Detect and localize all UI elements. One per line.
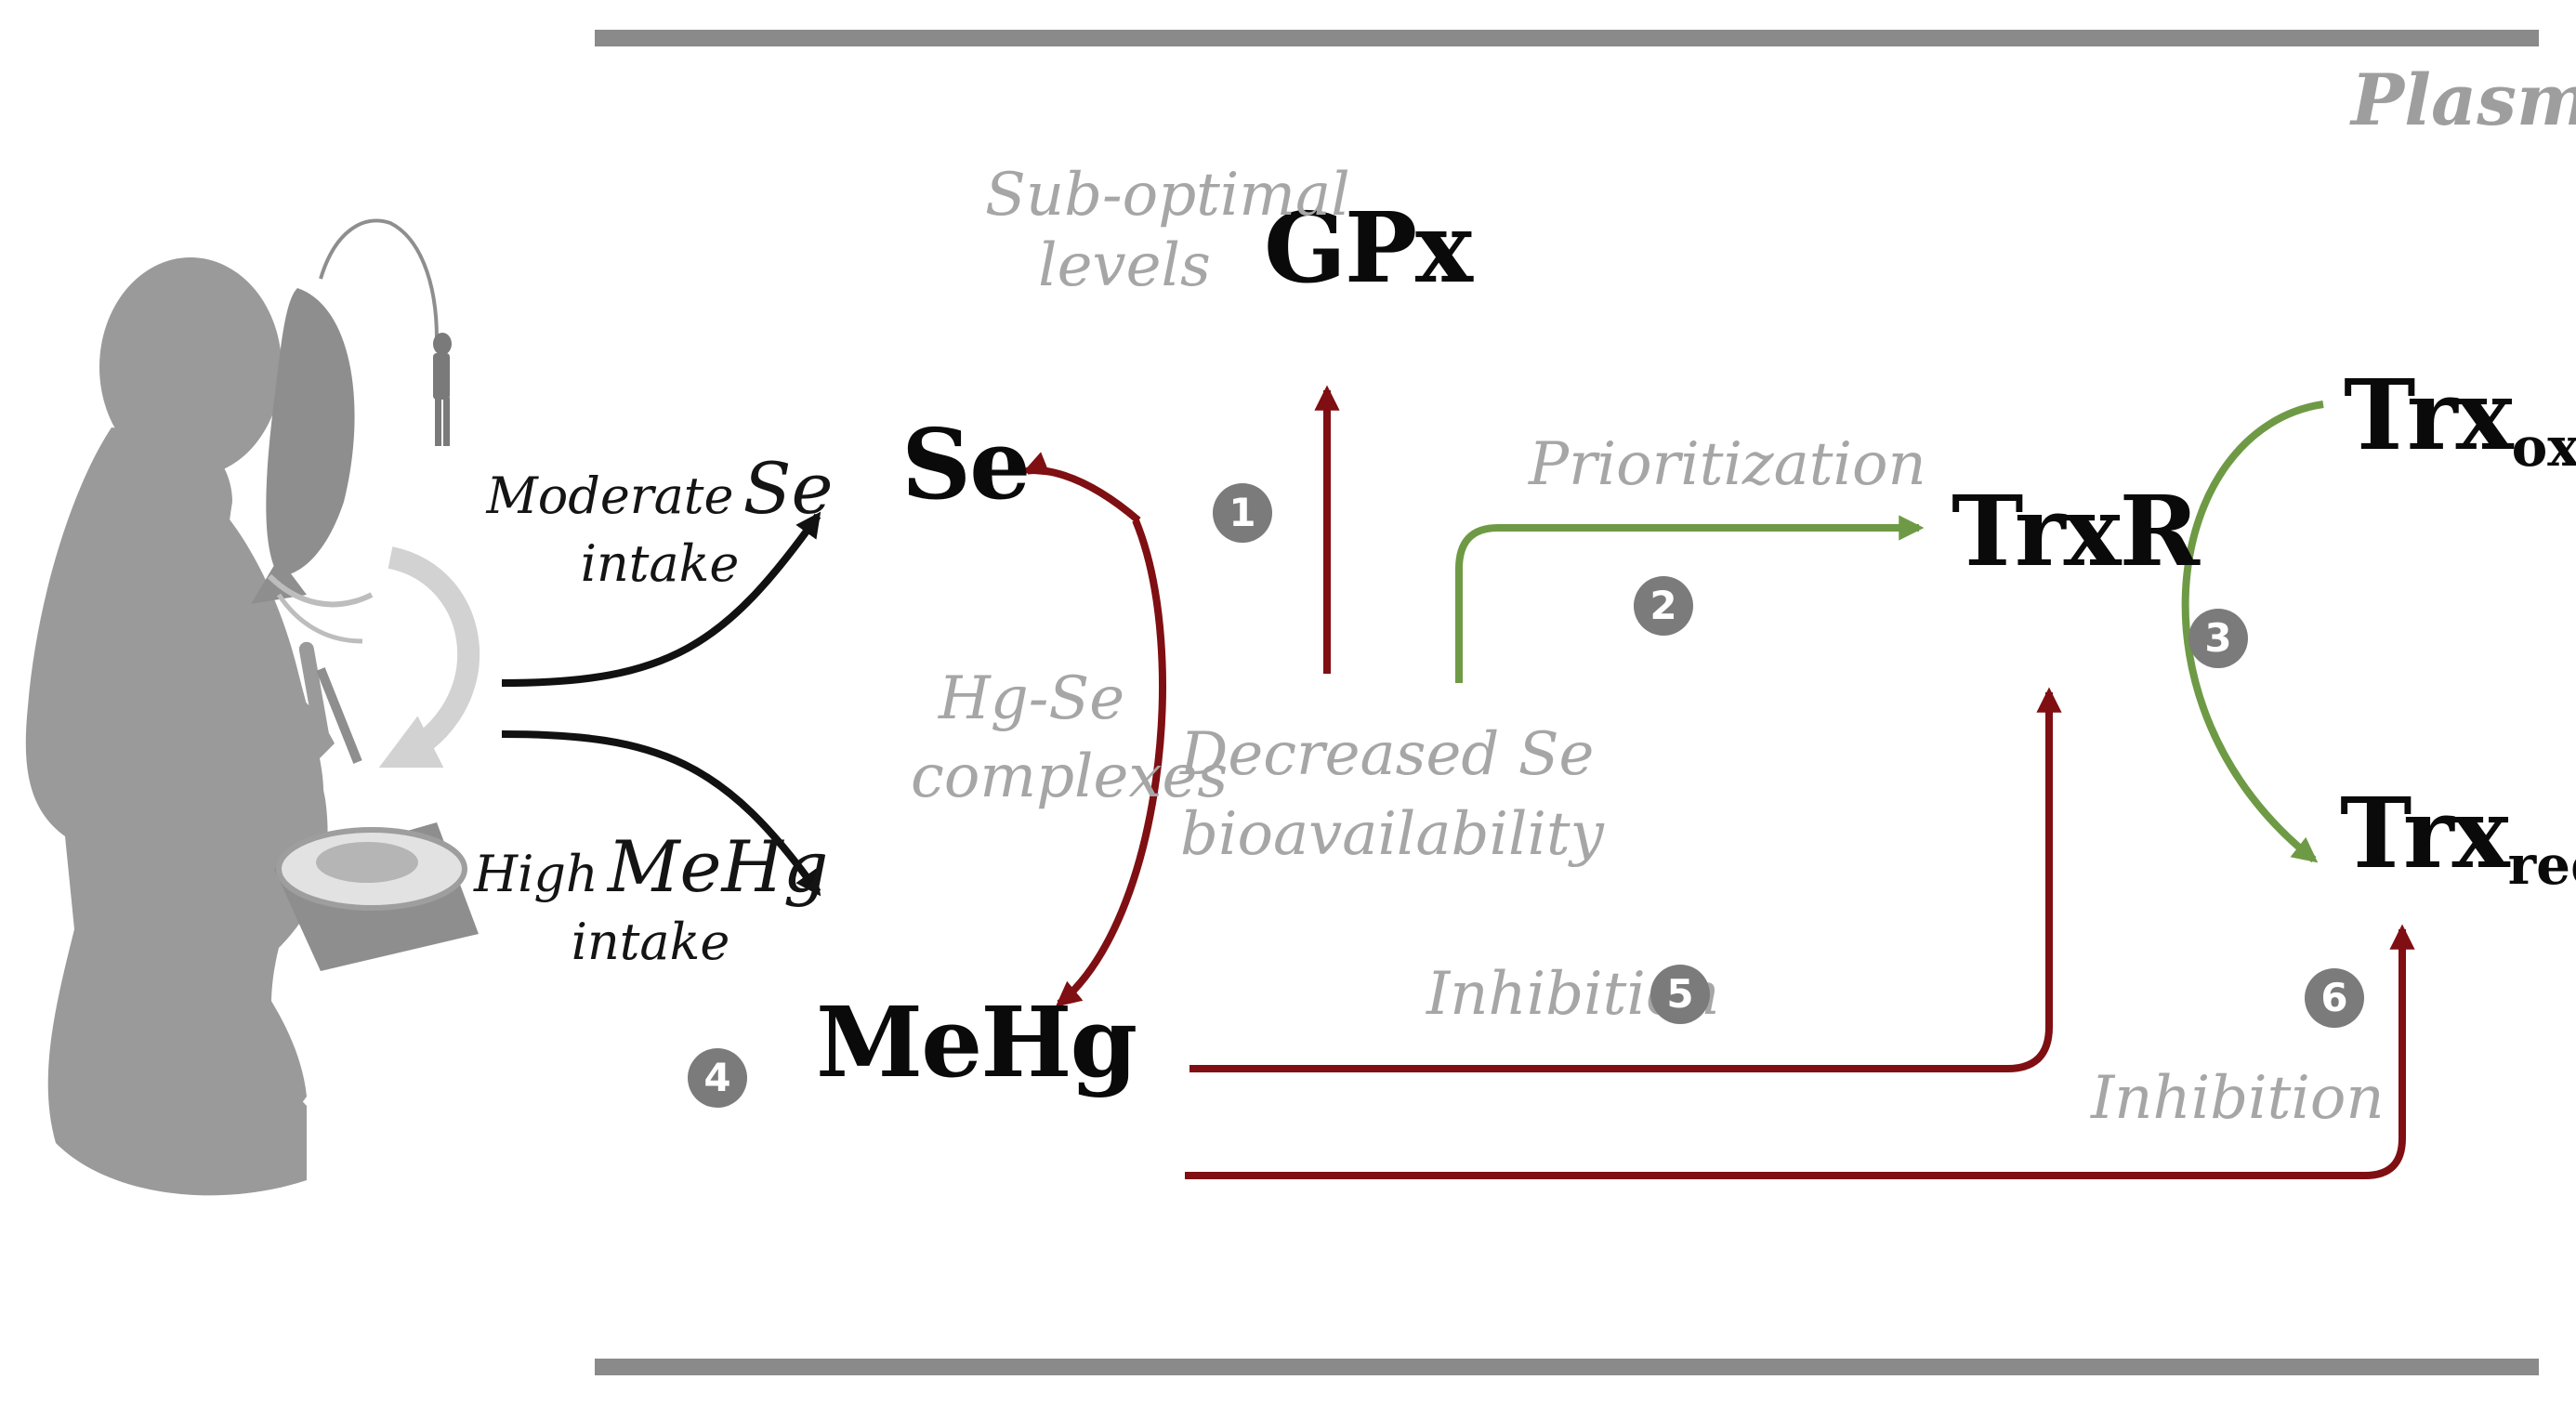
high-mehg-arrow bbox=[501, 730, 821, 897]
plasma-label: Plasma bbox=[2351, 59, 2576, 141]
hgse-complex-arrow-lower bbox=[1055, 519, 1166, 1007]
suboptimal-levels-label: Sub-optimal levels bbox=[985, 161, 1350, 300]
suboptimal-line-1: Sub-optimal bbox=[985, 161, 1350, 230]
hgse-line-1: Hg-Se bbox=[938, 664, 1125, 733]
high-word: High bbox=[474, 845, 598, 903]
high-line-2: intake bbox=[571, 913, 730, 971]
inhibition-trxred-arrow bbox=[1185, 924, 2415, 1179]
moderate-word: Moderate bbox=[486, 466, 734, 525]
trx-red-subscript: red bbox=[2507, 834, 2576, 897]
node-trx-ox: Trxox bbox=[2344, 367, 2576, 475]
hgse-line-2: complexes bbox=[911, 742, 1229, 811]
inhibition-trxr-arrow bbox=[1189, 687, 2062, 1072]
inhibition-label-2: Inhibition bbox=[2091, 1064, 2385, 1133]
moderate-line-2: intake bbox=[580, 534, 740, 593]
node-se: Se bbox=[901, 407, 1031, 521]
hgse-complexes-label: Hg-Se complexes bbox=[911, 664, 1229, 811]
moderate-se-arrow bbox=[501, 511, 821, 687]
badge-5: 5 bbox=[1650, 965, 1710, 1024]
moderate-big: Se bbox=[743, 447, 834, 530]
badge-1: 1 bbox=[1213, 483, 1272, 543]
decreased-se-label: Decreased Se bioavailability bbox=[1180, 720, 1604, 869]
plasma-top-border bbox=[595, 30, 2539, 46]
plate-icon bbox=[274, 667, 479, 971]
prioritization-label: Prioritization bbox=[1529, 430, 1926, 499]
trx-ox-base: Trx bbox=[2344, 358, 2514, 472]
node-trx-red: Trxred bbox=[2340, 785, 2576, 893]
cycle-arrow-icon bbox=[378, 546, 480, 769]
node-trxr: TrxR bbox=[1952, 474, 2200, 588]
badge-2: 2 bbox=[1634, 576, 1693, 636]
hgse-complex-arrow bbox=[1021, 452, 1141, 524]
decreased-line-1: Decreased Se bbox=[1180, 720, 1595, 789]
fish-icon bbox=[251, 288, 374, 644]
badge-3: 3 bbox=[2188, 609, 2248, 668]
high-big: MeHg bbox=[607, 825, 829, 908]
node-mehg: MeHg bbox=[816, 985, 1137, 1099]
decreased-line-2: bioavailability bbox=[1180, 800, 1604, 869]
suboptimal-line-2: levels bbox=[1038, 231, 1211, 300]
trx-redox-arrow bbox=[2181, 401, 2324, 863]
prioritization-arrow bbox=[1455, 515, 1925, 683]
fisherman-icon bbox=[319, 218, 452, 446]
plasma-bottom-border bbox=[595, 1359, 2539, 1375]
badge-6: 6 bbox=[2305, 968, 2364, 1028]
badge-4: 4 bbox=[688, 1048, 747, 1108]
trx-ox-subscript: ox bbox=[2511, 415, 2576, 479]
node-gpx: GPx bbox=[1264, 191, 1473, 305]
trx-red-base: Trx bbox=[2340, 776, 2510, 890]
pregnant-woman-silhouette-icon bbox=[25, 257, 335, 1196]
